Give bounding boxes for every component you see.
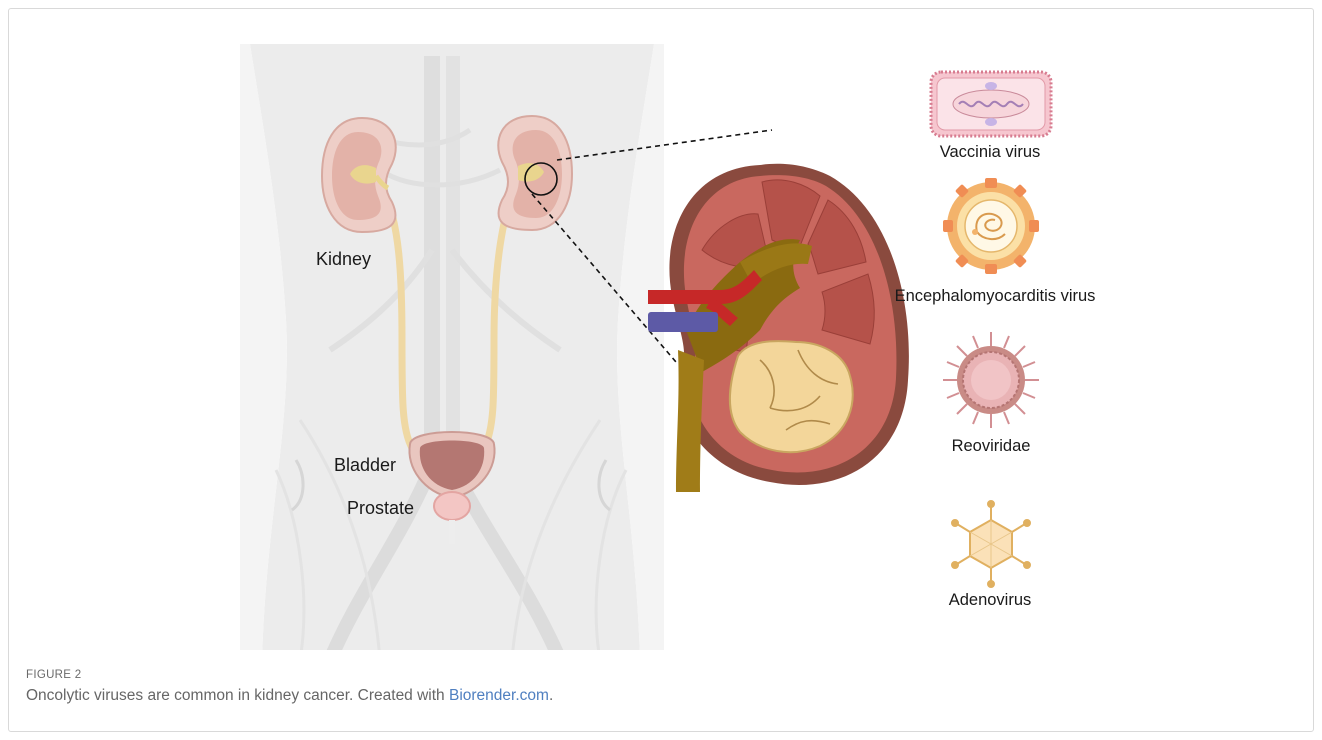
caption-text: Oncolytic viruses are common in kidney c… xyxy=(26,687,449,704)
anatomy-illustration xyxy=(0,0,1322,660)
kidney-cross-section xyxy=(648,164,909,492)
virus-label-encephalomyocarditis: Encephalomyocarditis virus xyxy=(895,287,1096,306)
reoviridae-icon xyxy=(943,332,1039,428)
tumor xyxy=(730,341,853,452)
right-kidney-small xyxy=(498,116,572,230)
prostate-label: Prostate xyxy=(347,498,414,519)
figure-number: FIGURE 2 xyxy=(26,669,81,681)
adenovirus-icon xyxy=(952,501,1030,587)
vaccinia-virus-icon xyxy=(931,72,1051,136)
virus-label-adenovirus: Adenovirus xyxy=(949,591,1032,610)
virus-label-vaccinia: Vaccinia virus xyxy=(940,143,1041,162)
body-silhouette xyxy=(240,44,664,660)
encephalomyocarditis-virus-icon xyxy=(943,178,1039,274)
biorender-link[interactable]: Biorender.com xyxy=(449,687,549,704)
caption-trailing: . xyxy=(549,687,553,704)
kidney-label: Kidney xyxy=(316,249,371,270)
figure-caption: Oncolytic viruses are common in kidney c… xyxy=(26,687,553,705)
bladder-label: Bladder xyxy=(334,455,396,476)
virus-label-reoviridae: Reoviridae xyxy=(952,437,1031,456)
left-kidney-small xyxy=(322,118,396,232)
figure-illustration: Kidney Bladder Prostate Vaccinia virus E… xyxy=(0,0,1322,660)
